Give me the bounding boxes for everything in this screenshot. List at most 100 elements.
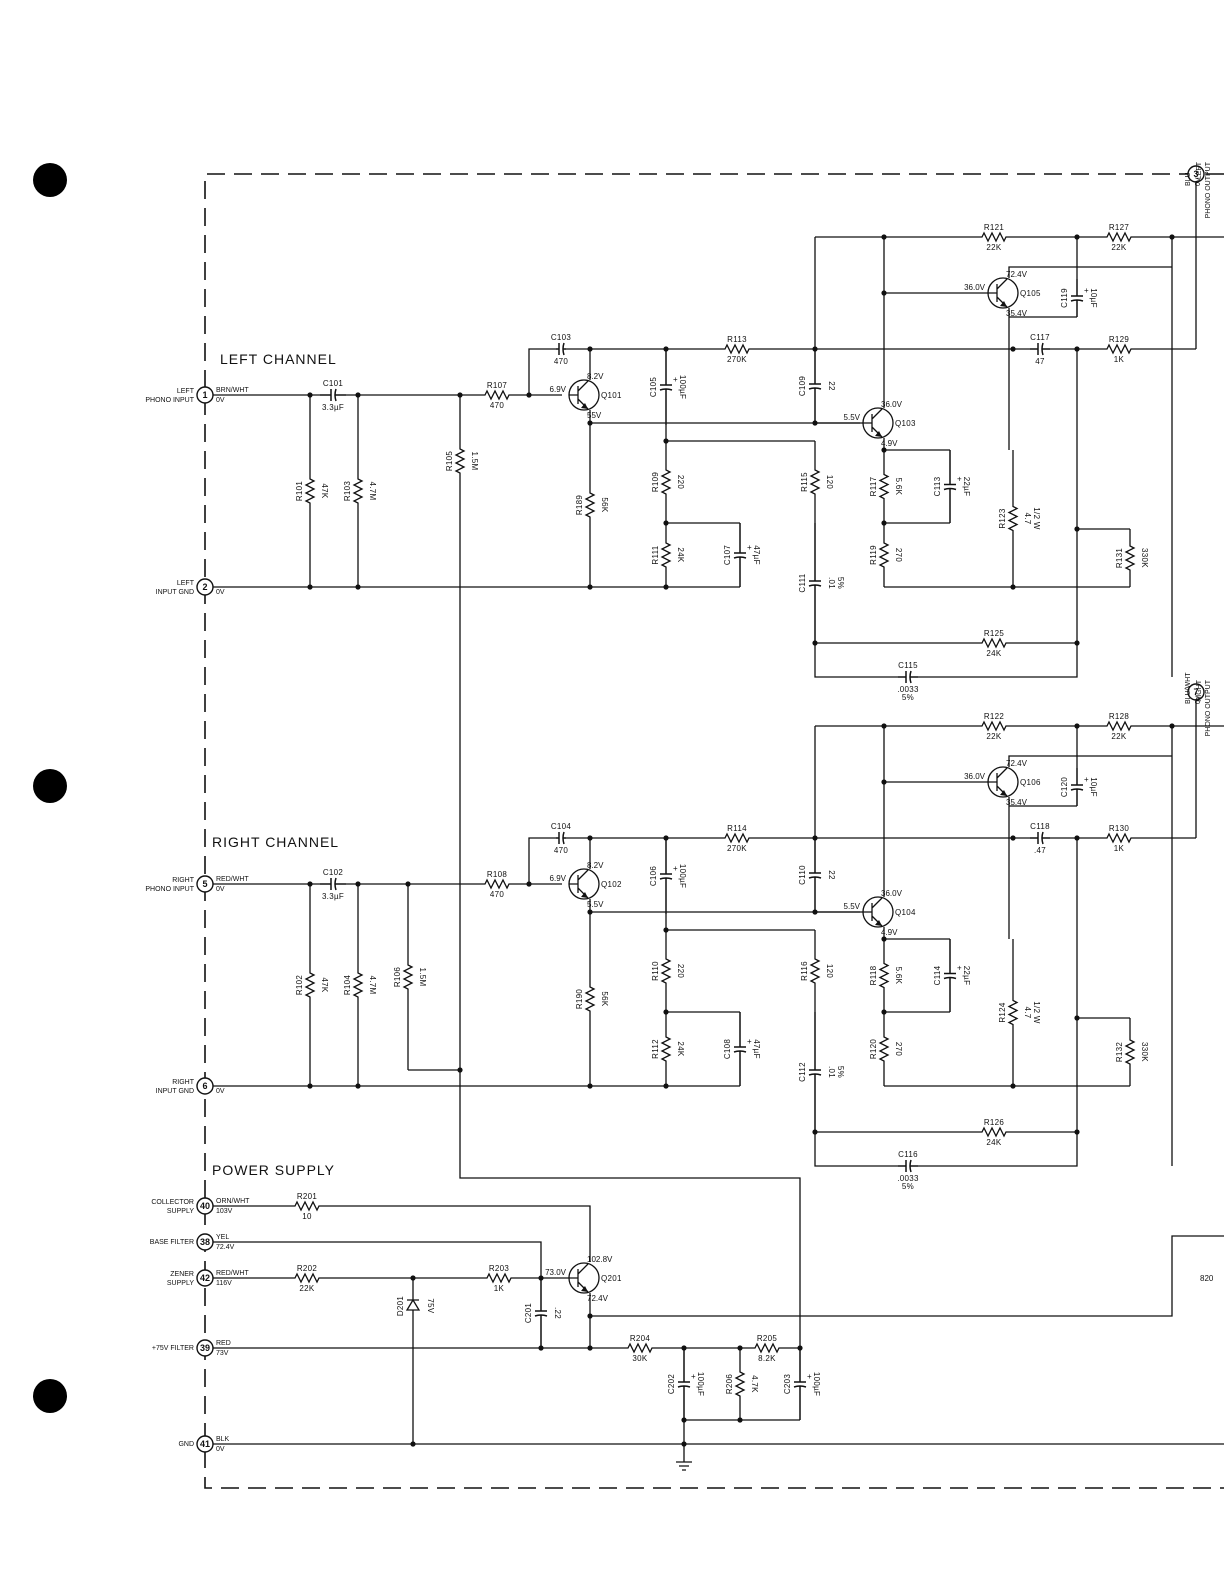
- junction-dot: [1010, 835, 1016, 841]
- resistor-r127: [1104, 231, 1134, 243]
- wire-color: YEL: [216, 1234, 229, 1241]
- emitter-voltage: 55V: [587, 411, 602, 420]
- resistor-r206: [734, 1348, 746, 1420]
- value-r111: 24K: [676, 547, 685, 562]
- value-r115: 120: [825, 475, 834, 489]
- terminal-2: [196, 578, 214, 596]
- value-r123: 1/2 W: [1032, 507, 1041, 530]
- base-voltage: 6.9V: [550, 385, 567, 394]
- edge-fragment: 820: [1200, 1274, 1214, 1283]
- capacitor-c119: [1070, 279, 1084, 317]
- terminal-number: 38: [200, 1237, 210, 1247]
- binder-hole: [33, 769, 67, 803]
- value-r101: 47K: [320, 483, 329, 498]
- wire-color: BLU/WHT: [1185, 672, 1192, 704]
- terminal-voltage: 73V: [216, 1350, 229, 1357]
- terminal-number: 39: [200, 1343, 210, 1353]
- ref-c201: C201: [524, 1303, 533, 1324]
- ref-d201: D201: [396, 1296, 405, 1317]
- terminal-40: [196, 1197, 214, 1215]
- capacitor-c203: [793, 1348, 807, 1420]
- ref-r124: R124: [998, 1002, 1007, 1023]
- value-r110: 220: [676, 964, 685, 978]
- wire-color: BRN/WHT: [216, 387, 249, 394]
- terminal-name: BASE FILTER: [150, 1239, 194, 1246]
- terminal-1: [196, 386, 214, 404]
- polarity-mark: +: [957, 964, 962, 973]
- terminal-voltage: 0V: [216, 397, 225, 404]
- transistor-name: Q103: [895, 419, 916, 428]
- terminal-name: LEFT: [1196, 161, 1203, 179]
- value-c119: 10µF: [1089, 288, 1098, 308]
- ref-c116: C116: [898, 1150, 918, 1159]
- resistor-r122: [978, 720, 1010, 732]
- wire: [528, 348, 556, 395]
- resistor-r130: [1104, 832, 1134, 844]
- resistor-r125: [978, 637, 1010, 649]
- resistor-r204: [625, 1342, 655, 1354]
- resistor-r109: [660, 441, 672, 523]
- value-r116: 120: [825, 964, 834, 978]
- polarity-mark: +: [747, 543, 752, 552]
- capacitor-c114: [943, 939, 957, 1012]
- value-c107: 47µF: [752, 545, 761, 565]
- ref-r106: R106: [393, 967, 402, 988]
- value-r121: 22K: [986, 243, 1001, 252]
- terminal-38: [196, 1233, 214, 1251]
- resistor-r119: [878, 523, 890, 587]
- terminal-voltage: 0V: [216, 886, 225, 893]
- resistor-r103: [352, 395, 364, 587]
- transistor-name: Q102: [601, 880, 622, 889]
- terminal-name: RIGHT: [172, 1079, 195, 1086]
- transistor-leads: [988, 767, 1008, 797]
- value-c111: 5%: [836, 577, 845, 589]
- ref-r119: R119: [869, 545, 878, 565]
- ref-r120: R120: [869, 1039, 878, 1060]
- ref-c103: C103: [551, 333, 572, 342]
- wire-color: ORN/WHT: [216, 1198, 250, 1205]
- terminal-voltage: 116V: [216, 1280, 232, 1287]
- ref-c101: C101: [323, 379, 344, 388]
- resistor-r123: [1007, 450, 1019, 587]
- resistor-r128: [1104, 720, 1134, 732]
- value-c112: 5%: [836, 1066, 845, 1078]
- value-r190: 56K: [600, 991, 609, 1006]
- value-r103: 4.7M: [368, 482, 377, 501]
- ref-r105: R105: [445, 451, 454, 472]
- terminal-number: 1: [202, 390, 207, 400]
- emitter-arrow: [875, 920, 882, 926]
- wire: [814, 1132, 898, 1167]
- terminal-name: SUPPLY: [167, 1280, 194, 1287]
- value-r118: 5.6K: [894, 967, 903, 985]
- ref-c104: C104: [551, 822, 572, 831]
- wire: [459, 587, 801, 1348]
- power-supply-title: POWER SUPPLY: [212, 1162, 335, 1178]
- resistor-r116: [809, 930, 821, 1012]
- ref-r125: R125: [984, 629, 1005, 638]
- capacitor-c115: [898, 670, 918, 684]
- value-c111: .01: [827, 577, 836, 589]
- value-r112: 24K: [676, 1041, 685, 1056]
- terminal-name: PHONO INPUT: [145, 397, 194, 404]
- terminal-number: 41: [200, 1439, 210, 1449]
- capacitor-c104: [556, 831, 566, 845]
- capacitor-c111: [808, 523, 822, 643]
- resistor-r132: [1124, 1018, 1136, 1086]
- transistor-name: Q106: [1020, 778, 1041, 787]
- capacitor-c113: [943, 450, 957, 523]
- collector-voltage: 8.2V: [587, 861, 604, 870]
- ref-c115: C115: [898, 661, 918, 670]
- value-r127: 22K: [1111, 243, 1126, 252]
- terminal-number: 3: [1193, 169, 1198, 179]
- ref-r110: R110: [651, 961, 660, 981]
- value-c120: 10µF: [1089, 777, 1098, 797]
- terminal-name: PHONO INPUT: [145, 886, 194, 893]
- value-c101: 3.3µF: [322, 403, 344, 412]
- ref-r107: R107: [487, 381, 508, 390]
- base-voltage: 73.0V: [545, 1268, 567, 1277]
- ref-r190: R190: [575, 989, 584, 1010]
- resistor-r189: [584, 423, 596, 587]
- ref-r113: R113: [727, 335, 747, 344]
- wire-color: RED/WHT: [216, 1270, 249, 1277]
